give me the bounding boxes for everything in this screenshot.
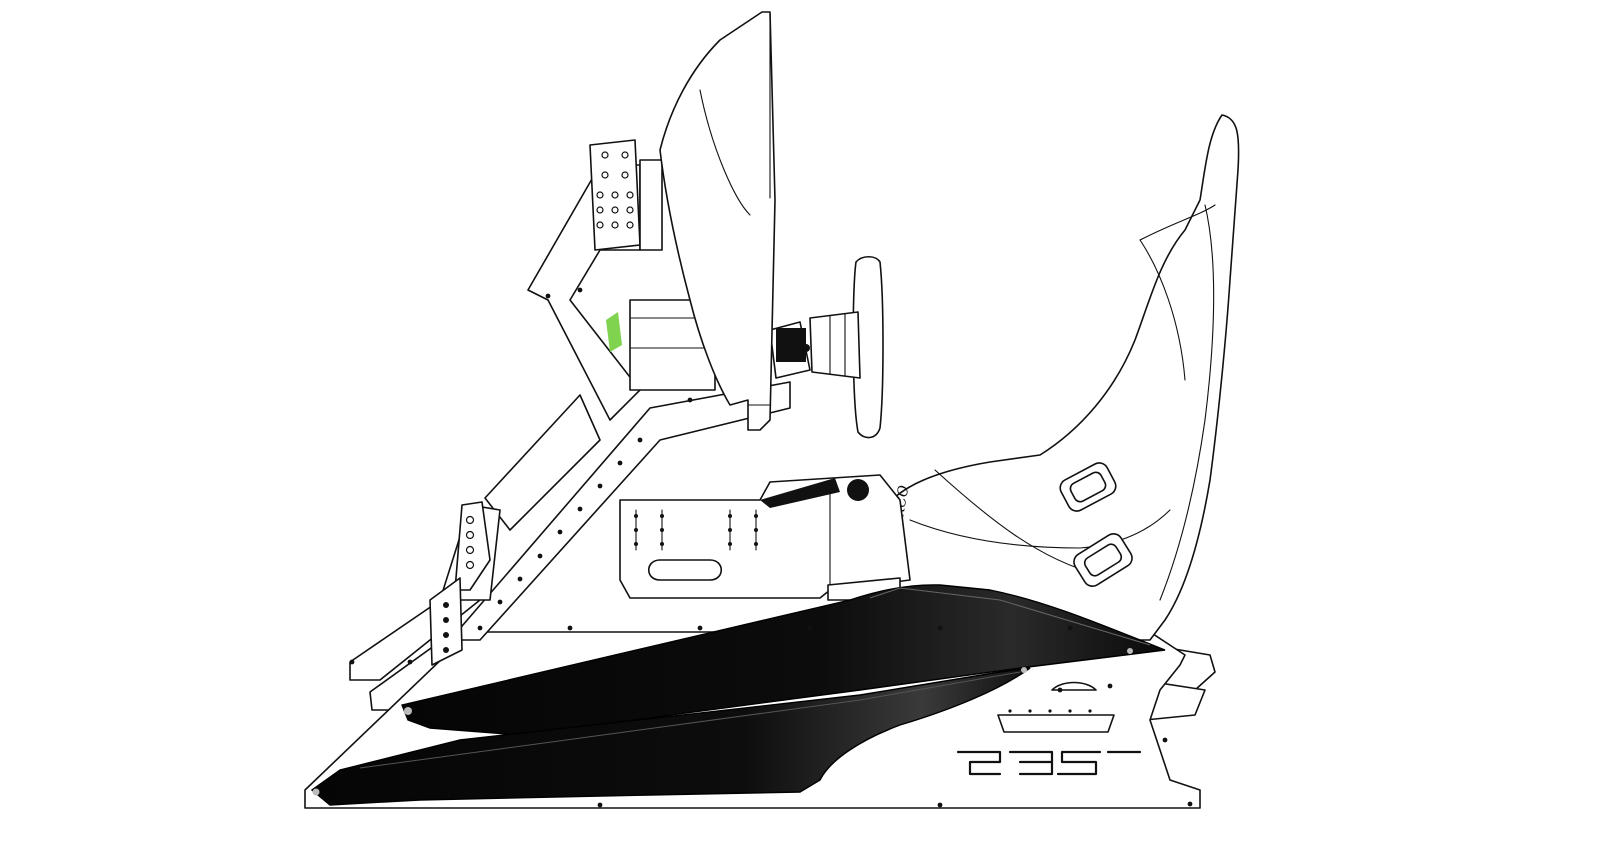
upper-glossy-panel — [401, 584, 1166, 736]
seat-belt-slot-upper — [1059, 462, 1117, 512]
base-bolts — [349, 625, 1193, 808]
rear-plate-details — [956, 681, 1142, 776]
seat-bracket — [619, 474, 911, 601]
monitor-arm — [527, 139, 663, 421]
seat-belt-slot-lower — [1073, 533, 1133, 587]
racing-seat: SPARCO — [874, 114, 1240, 641]
wheel-base-motor — [606, 299, 811, 391]
steering-wheel — [802, 255, 884, 439]
lower-glossy-panel — [310, 667, 1031, 806]
brand-emblem — [956, 750, 1142, 776]
motor-highlight — [606, 312, 622, 352]
monitor — [659, 11, 776, 431]
pedal-plate — [429, 501, 491, 666]
adjust-slots — [634, 509, 758, 551]
